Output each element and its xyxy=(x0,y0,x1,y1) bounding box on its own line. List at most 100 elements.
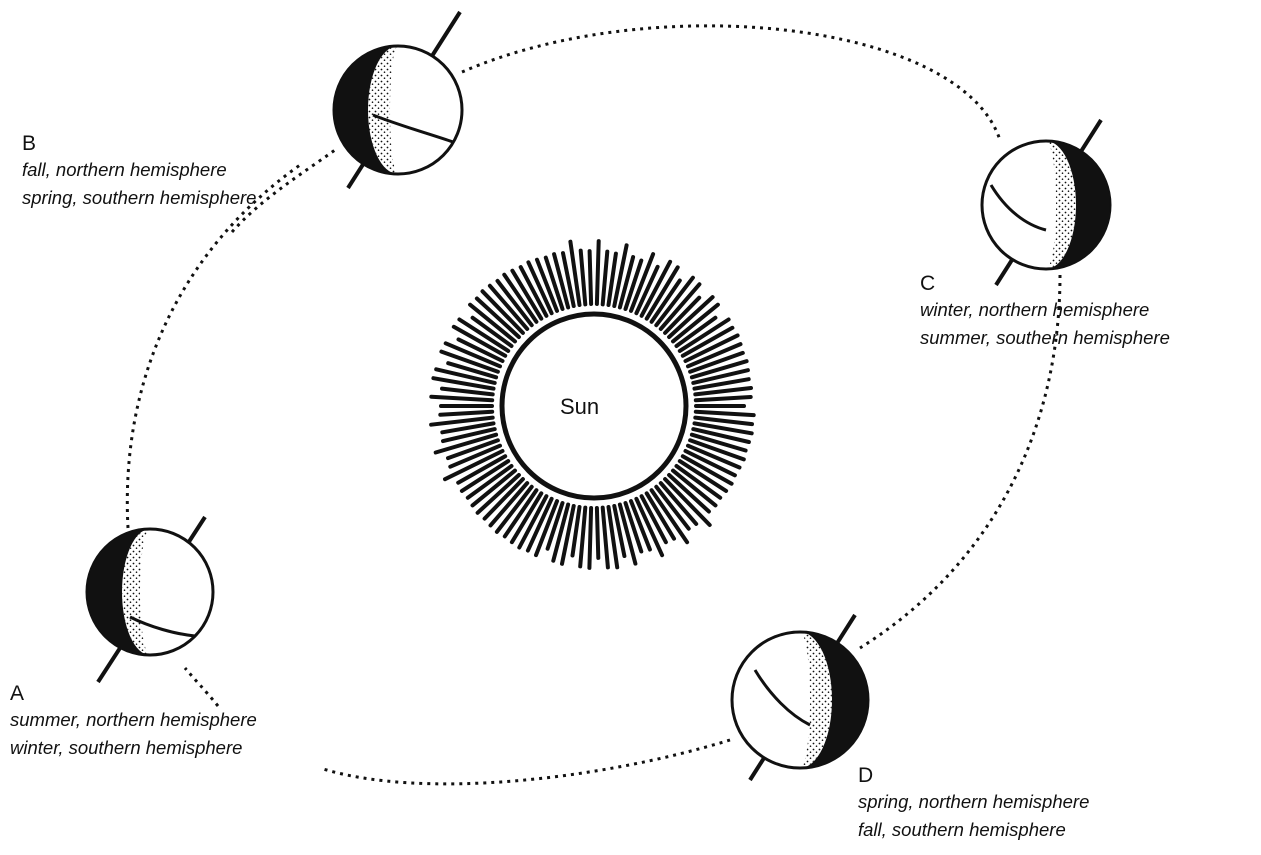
sun-ray xyxy=(525,496,554,553)
sun-ray xyxy=(688,438,746,462)
earth-position-b xyxy=(332,10,464,190)
sun-ray xyxy=(686,443,742,470)
sun-ray xyxy=(600,505,610,570)
sun-ray xyxy=(686,342,743,369)
sun-ray xyxy=(644,265,680,321)
position-c-season-north: winter, northern hemisphere xyxy=(920,299,1150,320)
sun-ray xyxy=(671,302,720,344)
position-label-b: B fall, northern hemisphere spring, sout… xyxy=(22,132,256,212)
sun-ray xyxy=(612,243,629,308)
sun-ray xyxy=(560,504,576,566)
sun-ray xyxy=(693,395,753,403)
sun-ray xyxy=(440,386,495,397)
sun-ray xyxy=(456,337,505,363)
sun-ray xyxy=(671,468,718,508)
sun-ray xyxy=(446,361,499,380)
sun-ray xyxy=(510,268,544,321)
sun-ray xyxy=(663,295,702,335)
sun-ray xyxy=(623,258,644,311)
sun-label: Sun xyxy=(560,394,600,419)
sun-ray xyxy=(482,477,525,521)
sun-ray xyxy=(578,248,588,307)
sun-ray xyxy=(606,251,618,307)
sun-ray xyxy=(465,464,514,500)
sun-ray xyxy=(495,278,534,328)
sun-ray xyxy=(654,275,695,328)
sun-ray xyxy=(677,317,731,353)
sun-ray xyxy=(649,488,690,545)
sun-ray xyxy=(552,252,571,310)
sun-ray xyxy=(689,359,749,380)
sun-ray xyxy=(634,264,660,316)
sun-ray xyxy=(667,473,711,514)
position-b-season-north: fall, northern hemisphere xyxy=(22,159,227,180)
sun-ray xyxy=(587,249,594,306)
position-label-a: A summer, northern hemisphere winter, so… xyxy=(10,682,257,762)
sun-ray xyxy=(502,488,539,539)
sun-ray xyxy=(487,283,530,331)
sun-ray xyxy=(441,427,497,444)
sun-ray xyxy=(654,484,691,531)
sun-ray xyxy=(683,449,737,478)
sun-ray xyxy=(438,409,495,417)
position-label-c: C winter, northern hemisphere summer, so… xyxy=(920,272,1170,352)
orbit-path xyxy=(125,24,1062,786)
sun-ray xyxy=(488,481,530,528)
sun-ray xyxy=(439,349,500,374)
sun-ray xyxy=(691,368,750,385)
sun-ray xyxy=(535,257,559,313)
sun-ray xyxy=(680,325,735,358)
sun-ray xyxy=(600,249,610,307)
sun-ray xyxy=(468,302,517,344)
sun-ray xyxy=(518,265,549,318)
sun-ray xyxy=(692,377,751,391)
sun-ray xyxy=(689,432,748,453)
sun-ray xyxy=(475,473,521,515)
sun-ray xyxy=(594,239,601,306)
sun-ray xyxy=(649,278,682,324)
sun-ray xyxy=(470,315,514,348)
sun-ray xyxy=(470,468,517,508)
sun-ray xyxy=(692,421,754,436)
sun-ray xyxy=(674,315,718,348)
earth-position-d xyxy=(730,613,870,782)
sun-ray xyxy=(639,494,668,545)
sun-ray xyxy=(451,324,508,358)
sun-ray xyxy=(545,501,565,551)
position-letter-c: C xyxy=(920,272,936,295)
sun-ray xyxy=(429,415,495,427)
position-letter-b: B xyxy=(22,132,37,155)
sun-ray xyxy=(570,505,582,558)
sun-ray xyxy=(431,376,496,391)
sun-ray xyxy=(474,296,521,339)
sun-disk xyxy=(499,311,689,501)
sun-ray xyxy=(693,415,754,427)
sun-ray xyxy=(568,239,582,307)
sun-ray xyxy=(456,454,508,485)
sun-ray xyxy=(683,333,740,363)
position-c-season-south: summer, southern hemisphere xyxy=(920,327,1170,348)
sun-ray xyxy=(440,421,496,435)
sun-ray xyxy=(433,432,499,455)
sun-ray xyxy=(680,454,734,486)
sun-ray xyxy=(693,409,756,418)
sun-ray xyxy=(587,506,594,570)
sun-ray xyxy=(644,491,676,541)
sun xyxy=(429,239,756,570)
sun-ray xyxy=(639,259,673,318)
sun-ray xyxy=(561,251,576,308)
sun-ray xyxy=(606,505,620,570)
sun-ray xyxy=(629,252,656,313)
sun-ray xyxy=(612,504,627,558)
sun-ray xyxy=(551,502,571,563)
sun-ray xyxy=(578,505,588,569)
position-a-season-north: summer, northern hemisphere xyxy=(10,709,257,730)
sun-ray xyxy=(677,459,729,493)
sun-ray xyxy=(457,317,511,353)
sun-ray xyxy=(446,438,500,461)
sun-ray xyxy=(526,260,554,316)
orbit-path-b-leader xyxy=(230,148,336,233)
sun-ray xyxy=(658,282,702,331)
sun-ray xyxy=(667,295,715,339)
